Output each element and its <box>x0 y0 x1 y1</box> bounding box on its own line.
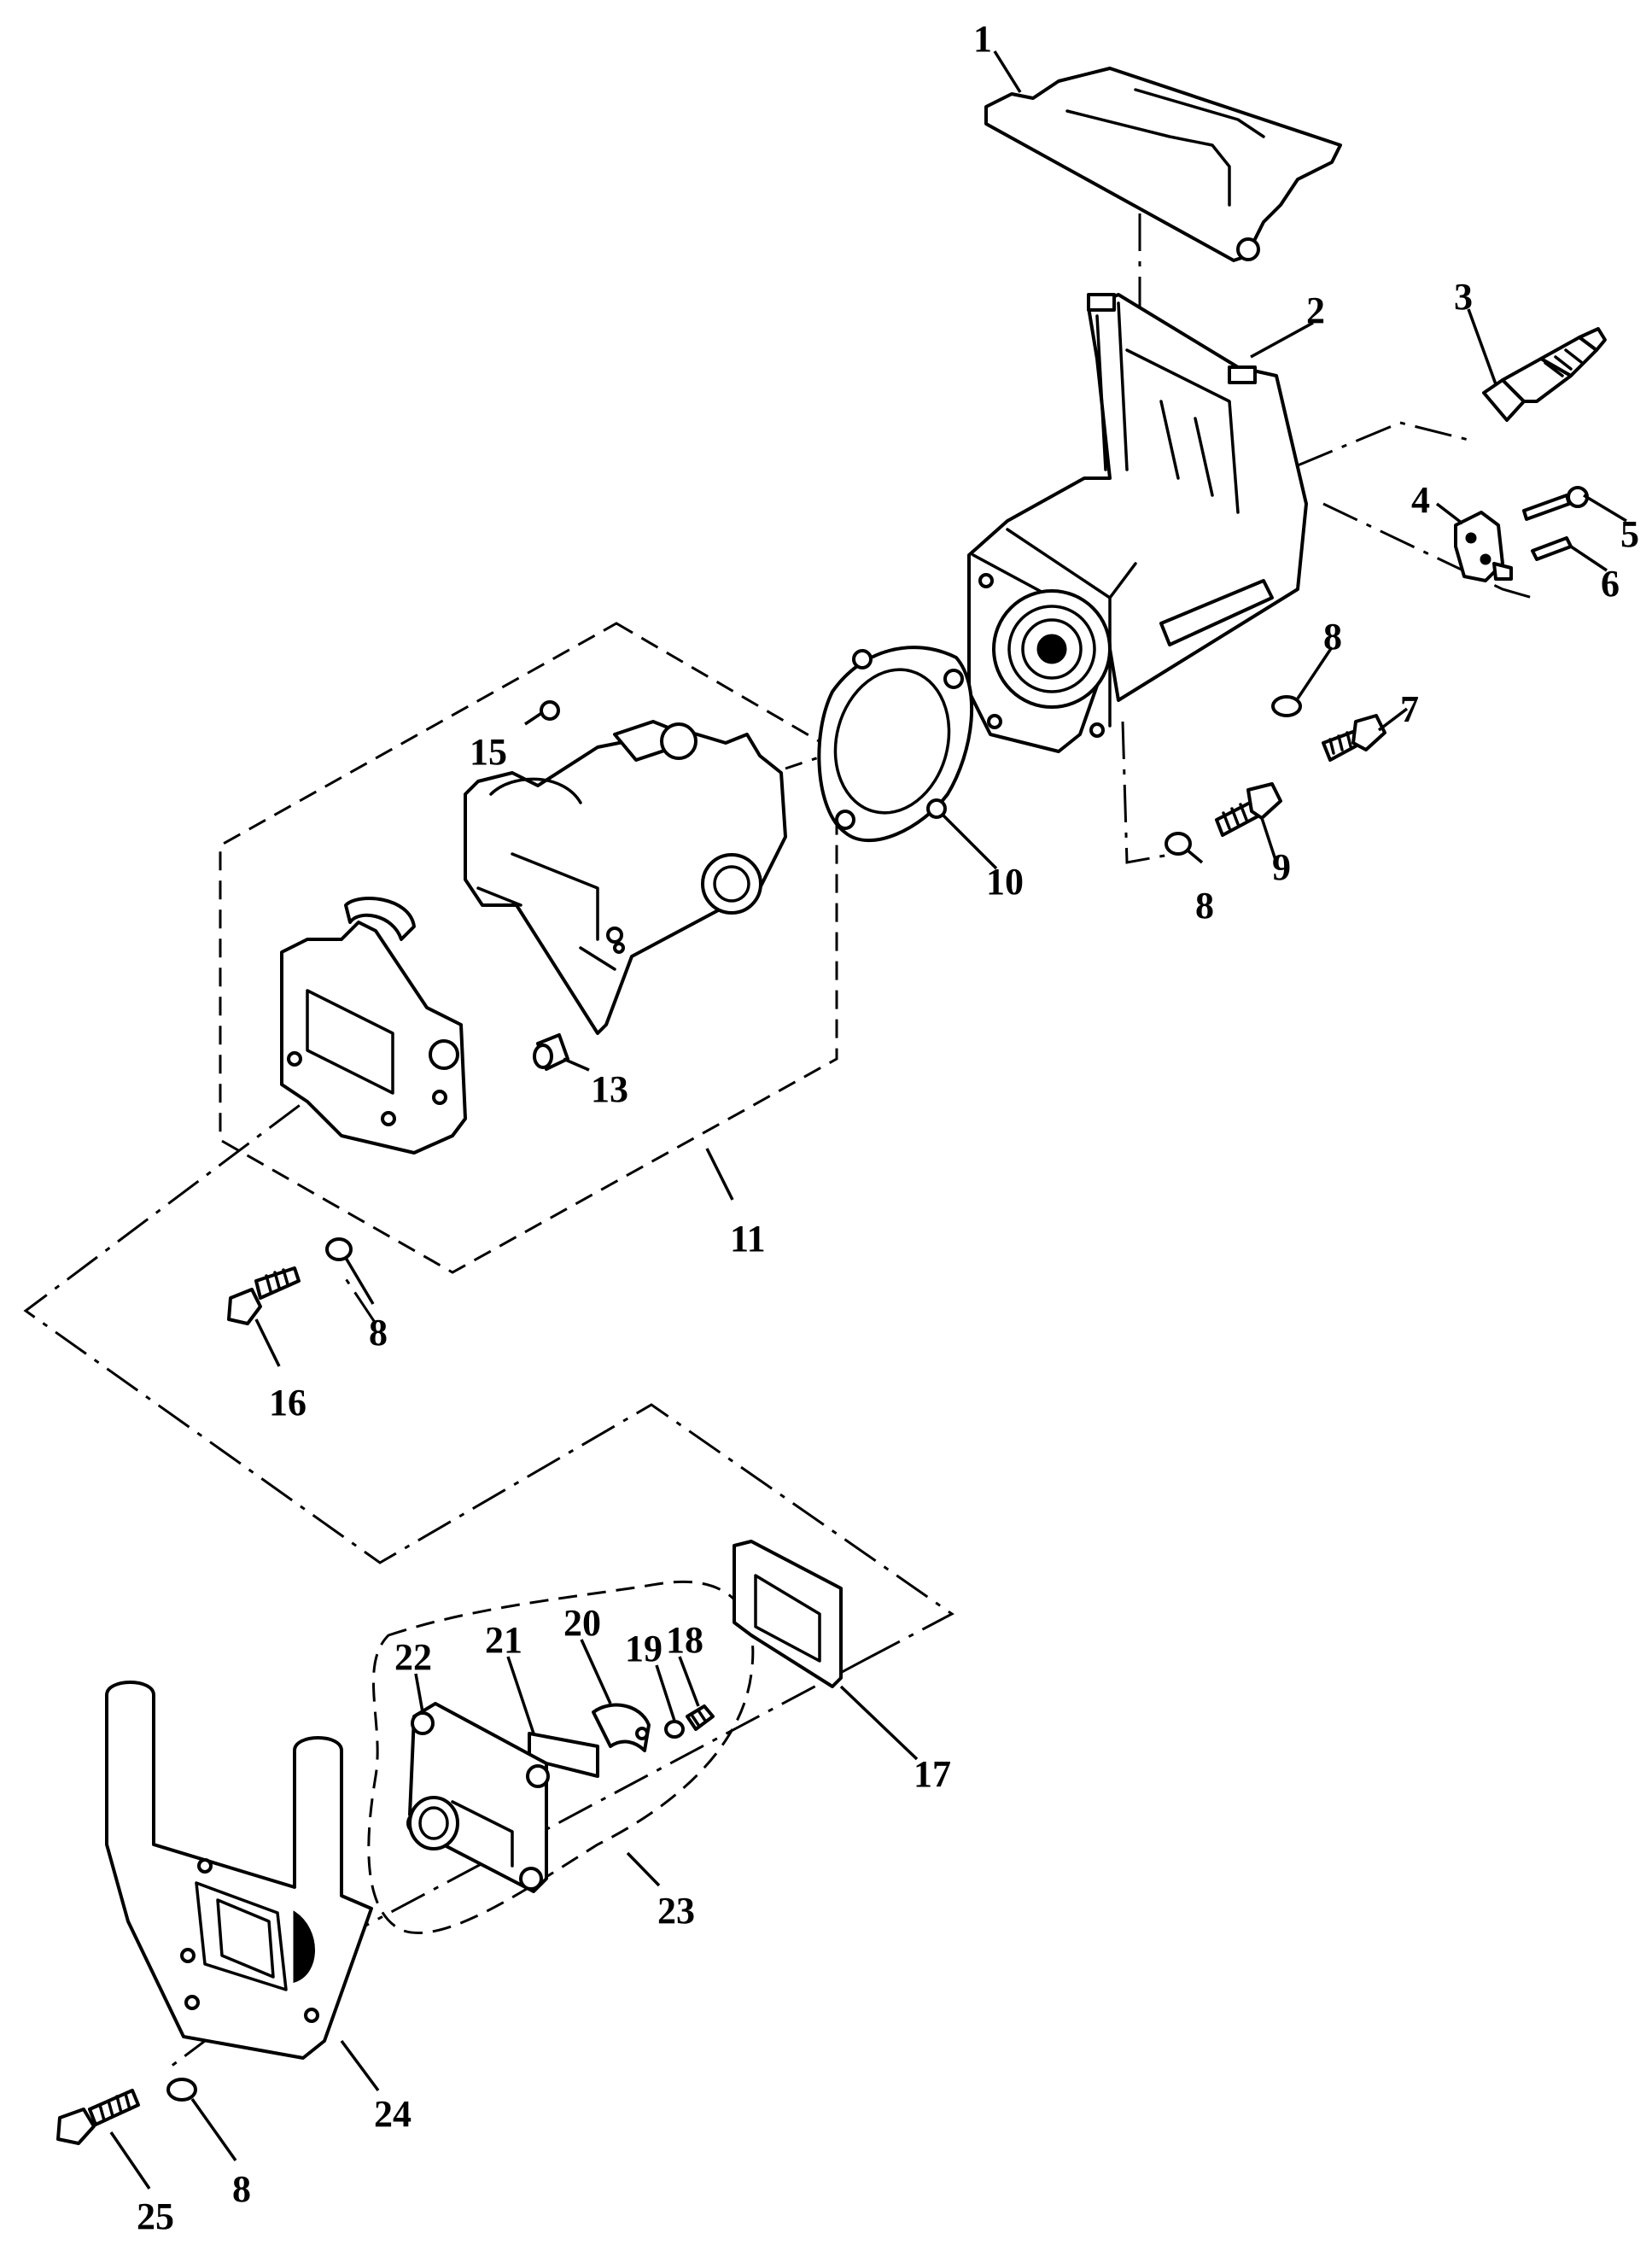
callout-8-d: 8 <box>232 2168 251 2210</box>
callout-10: 10 <box>986 861 1024 903</box>
part-11-crankcase-half <box>464 720 787 1035</box>
part-15-bush <box>540 700 560 721</box>
callout-23: 23 <box>657 1890 695 1932</box>
callout-21: 21 <box>485 1619 522 1661</box>
part-8-washer-c <box>325 1237 353 1261</box>
callout-labels: 1 2 3 4 5 6 7 8 8 8 8 9 10 11 13 15 16 1… <box>137 18 1639 2237</box>
part-8-washer-d <box>166 2078 197 2102</box>
callout-4: 4 <box>1411 479 1430 521</box>
callout-24: 24 <box>374 2093 412 2135</box>
callout-8-c: 8 <box>369 1312 388 1353</box>
part-3-spark-plug <box>1482 327 1607 422</box>
callout-15: 15 <box>470 731 507 773</box>
callout-8-b: 8 <box>1195 885 1214 927</box>
part-22-reed-block <box>406 1702 550 1893</box>
part-4-ignition-coil <box>1454 511 1513 582</box>
part-8-washer-a <box>1271 695 1302 717</box>
callout-13: 13 <box>591 1068 628 1110</box>
part-7-bolt <box>1322 714 1386 762</box>
part-20-reed-stopper <box>592 1703 651 1752</box>
part-10-gasket <box>817 646 974 843</box>
callout-17: 17 <box>914 1753 951 1795</box>
part-24-intake-bracket <box>105 1681 373 2060</box>
part-9-bolt <box>1215 782 1282 837</box>
callout-7: 7 <box>1400 688 1419 730</box>
part-13-bushing <box>533 1033 569 1071</box>
callout-19: 19 <box>625 1628 663 1669</box>
part-2-crankcase-housing <box>967 293 1308 753</box>
callout-18: 18 <box>666 1619 703 1661</box>
callout-16: 16 <box>269 1382 306 1424</box>
part-6-pin <box>1531 536 1573 561</box>
callout-5: 5 <box>1620 513 1639 555</box>
callout-22: 22 <box>394 1636 432 1678</box>
callout-1: 1 <box>973 18 992 60</box>
subassembly-23-boundary <box>367 1580 755 1934</box>
assembly-lines <box>23 213 1533 2068</box>
part-21-reed-valve <box>528 1732 599 1778</box>
callout-25: 25 <box>137 2195 174 2237</box>
part-8-washer-b <box>1165 832 1192 856</box>
part-11-crankcase-front <box>280 897 467 1155</box>
part-17-gasket <box>733 1540 843 1688</box>
callout-9: 9 <box>1272 846 1291 888</box>
callout-20: 20 <box>563 1602 601 1644</box>
callout-8-a: 8 <box>1323 616 1342 658</box>
callout-6: 6 <box>1601 563 1620 605</box>
part-16-bolt <box>227 1266 301 1325</box>
callout-2: 2 <box>1306 289 1325 331</box>
part-25-bolt <box>56 2089 140 2145</box>
part-18-screw <box>686 1704 715 1731</box>
leader-lines <box>109 50 1627 2189</box>
subassembly-11-boundary <box>219 622 838 1274</box>
part-5-pin <box>1522 486 1589 521</box>
callout-3: 3 <box>1454 276 1473 318</box>
part-1-cover-plate <box>984 67 1342 262</box>
part-19-washer <box>664 1720 685 1739</box>
callout-11: 11 <box>730 1218 766 1260</box>
